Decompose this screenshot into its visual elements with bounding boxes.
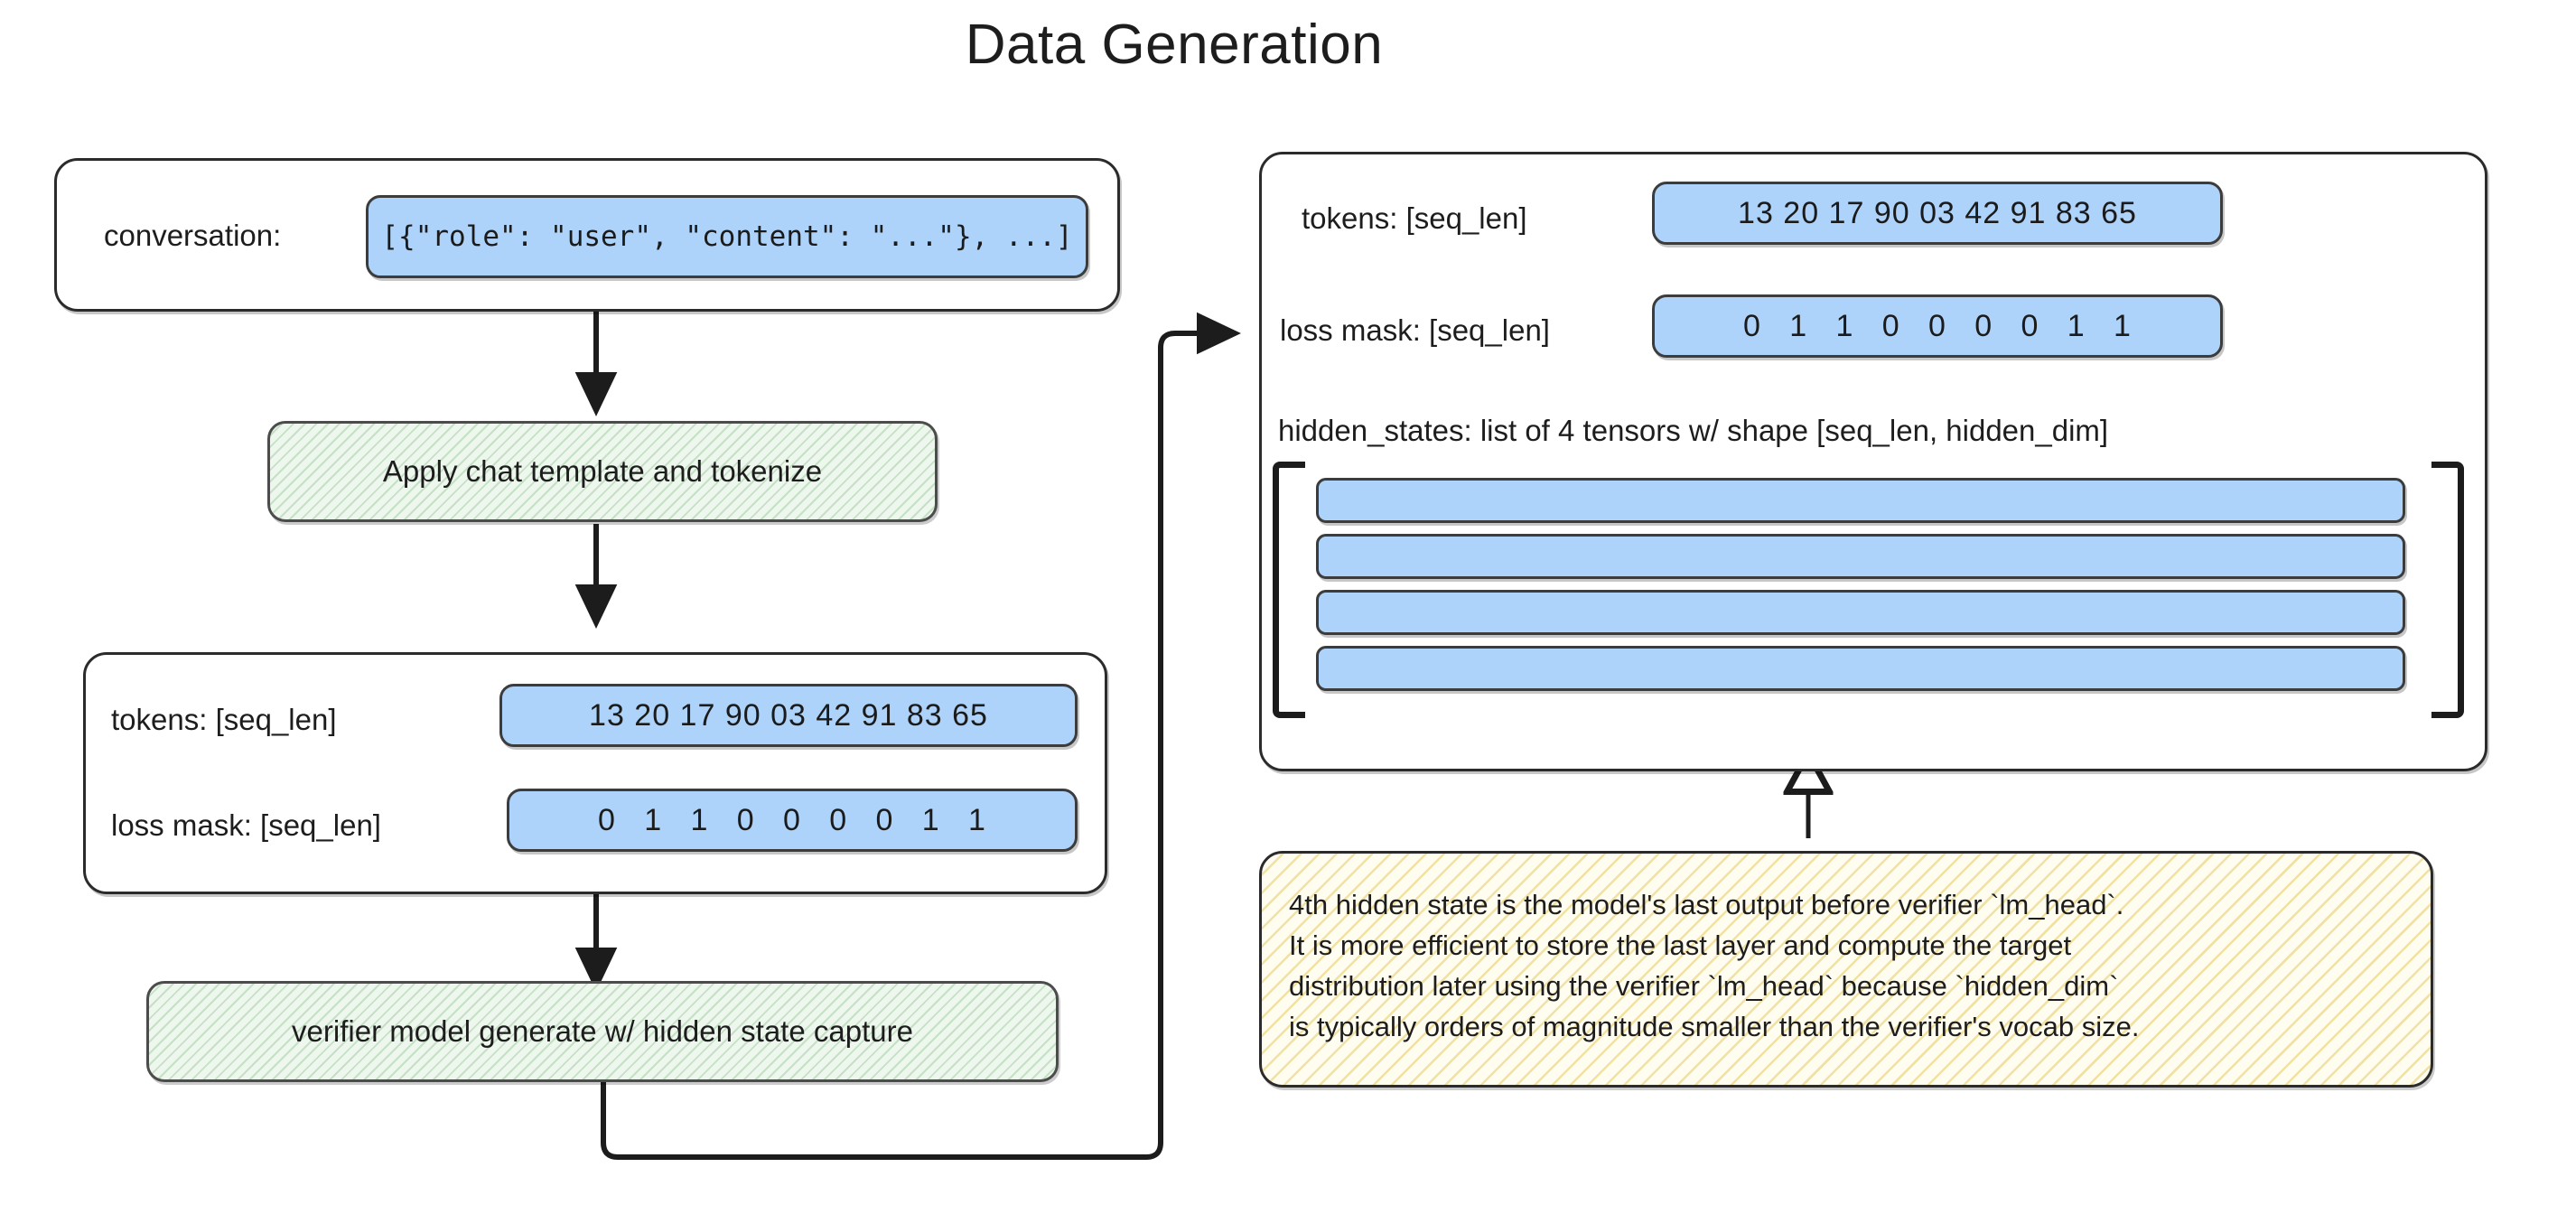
process-apply-chat-template-label: Apply chat template and tokenize — [382, 454, 823, 488]
left-tokens-value: 13 20 17 90 03 42 91 83 65 — [589, 697, 988, 733]
left-tokens-pill: 13 20 17 90 03 42 91 83 65 — [499, 684, 1078, 747]
hidden-state-bar — [1316, 478, 2405, 523]
page-title: Data Generation — [965, 14, 1384, 76]
hidden-state-bar — [1316, 590, 2405, 635]
right-output-box: tokens: [seq_len] 13 20 17 90 03 42 91 8… — [1259, 152, 2487, 771]
right-tokens-value: 13 20 17 90 03 42 91 83 65 — [1738, 195, 2137, 230]
right-loss-mask-label: loss mask: [seq_len] — [1280, 313, 1550, 347]
left-loss-mask-label: loss mask: [seq_len] — [111, 808, 381, 842]
left-loss-mask-pill: 0 1 1 0 0 0 0 1 1 — [507, 789, 1078, 852]
note-line: It is more efficient to store the last l… — [1289, 929, 2072, 961]
right-loss-mask-pill: 0 1 1 0 0 0 0 1 1 — [1652, 294, 2223, 358]
process-apply-chat-template: Apply chat template and tokenize — [267, 421, 938, 522]
left-tokens-label: tokens: [seq_len] — [111, 703, 337, 736]
note-line: 4th hidden state is the model's last out… — [1289, 889, 2124, 920]
conversation-value-pill: [{"role": "user", "content": "..."}, ...… — [366, 195, 1088, 278]
conversation-value: [{"role": "user", "content": "..."}, ...… — [381, 220, 1073, 253]
note-line: distribution later using the verifier `l… — [1289, 970, 2119, 1002]
left-tensor-box: tokens: [seq_len] 13 20 17 90 03 42 91 8… — [83, 652, 1107, 894]
note-line: is typically orders of magnitude smaller… — [1289, 1011, 2140, 1042]
right-tokens-pill: 13 20 17 90 03 42 91 83 65 — [1652, 182, 2223, 245]
hidden-state-bar — [1316, 646, 2405, 691]
right-tokens-label: tokens: [seq_len] — [1302, 201, 1527, 235]
tensor-list-bracket-left — [1273, 462, 1305, 718]
hidden-state-bar — [1316, 534, 2405, 579]
left-loss-mask-value: 0 1 1 0 0 0 0 1 1 — [598, 802, 986, 837]
process-verifier-generate-label: verifier model generate w/ hidden state … — [292, 1014, 913, 1048]
tensor-list-bracket-right — [2431, 462, 2464, 718]
explanation-note: 4th hidden state is the model's last out… — [1259, 851, 2433, 1088]
right-loss-mask-value: 0 1 1 0 0 0 0 1 1 — [1743, 308, 2132, 343]
process-verifier-generate: verifier model generate w/ hidden state … — [146, 981, 1059, 1082]
conversation-box: conversation: [{"role": "user", "content… — [54, 158, 1120, 312]
hidden-states-label: hidden_states: list of 4 tensors w/ shap… — [1278, 414, 2109, 447]
conversation-label: conversation: — [104, 219, 282, 252]
